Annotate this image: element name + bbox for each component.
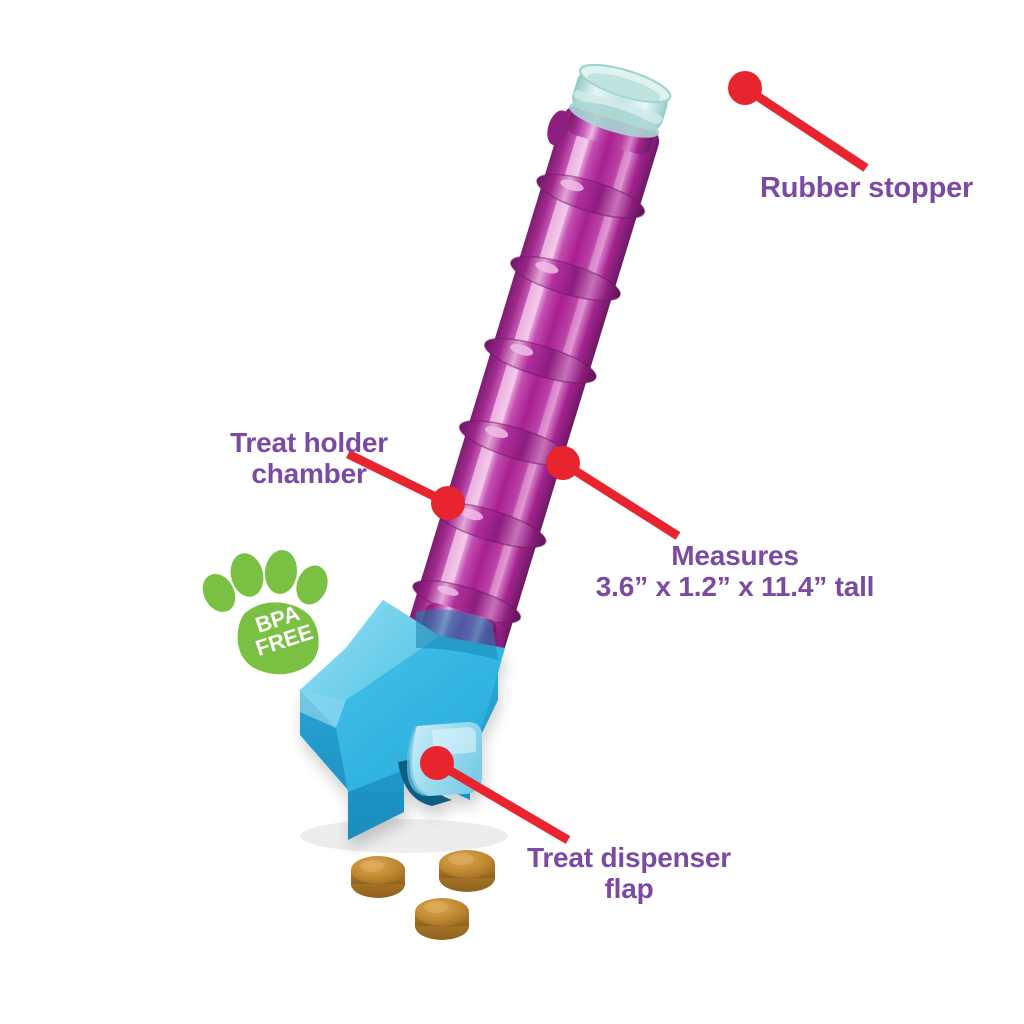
leader-treat-holder-chamber (346, 449, 465, 520)
treat (415, 898, 469, 940)
leader-rubber-stopper (728, 71, 869, 172)
tube-socket (416, 609, 498, 660)
star-base (300, 600, 505, 840)
paw-toe-icon (202, 573, 236, 613)
leader-treat-dispenser-flap (420, 746, 571, 844)
callout-line: flap (604, 873, 654, 905)
leader-dot (546, 446, 580, 480)
star-base-edge-highlight (300, 690, 346, 728)
paw-pad-icon (237, 602, 319, 675)
paw-toe-icon (264, 550, 298, 594)
leader-dot (431, 486, 465, 520)
callout-line: Measures (671, 540, 799, 571)
ridge-gloss (437, 179, 584, 596)
toy-graphic: BPA FREE (202, 63, 869, 940)
callout-line: 3.6” x 1.2” x 11.4” tall (595, 571, 875, 603)
leader-dot (420, 746, 454, 780)
leader-measures (546, 446, 681, 540)
rubber-stopper (568, 63, 672, 138)
bpa-free-paw-badge: BPA FREE (202, 550, 328, 675)
paw-toe-icon (230, 553, 264, 597)
base-shadow (300, 819, 508, 853)
dog-treats (351, 850, 495, 940)
callout-line: Treat dispenser (527, 842, 731, 873)
callout-label-rubber-stopper: Rubber stopper (760, 172, 974, 204)
callout-leaders (346, 71, 869, 844)
callout-line: chamber (251, 458, 367, 490)
flap-inner-shade (406, 726, 428, 796)
treat (439, 850, 495, 892)
paw-toe-icon (296, 565, 328, 605)
treat (351, 856, 405, 898)
leader-dot (728, 71, 762, 105)
callout-line: Treat holder (230, 427, 388, 458)
star-base-top-facet (300, 600, 440, 700)
tube-side-nub (547, 110, 570, 146)
